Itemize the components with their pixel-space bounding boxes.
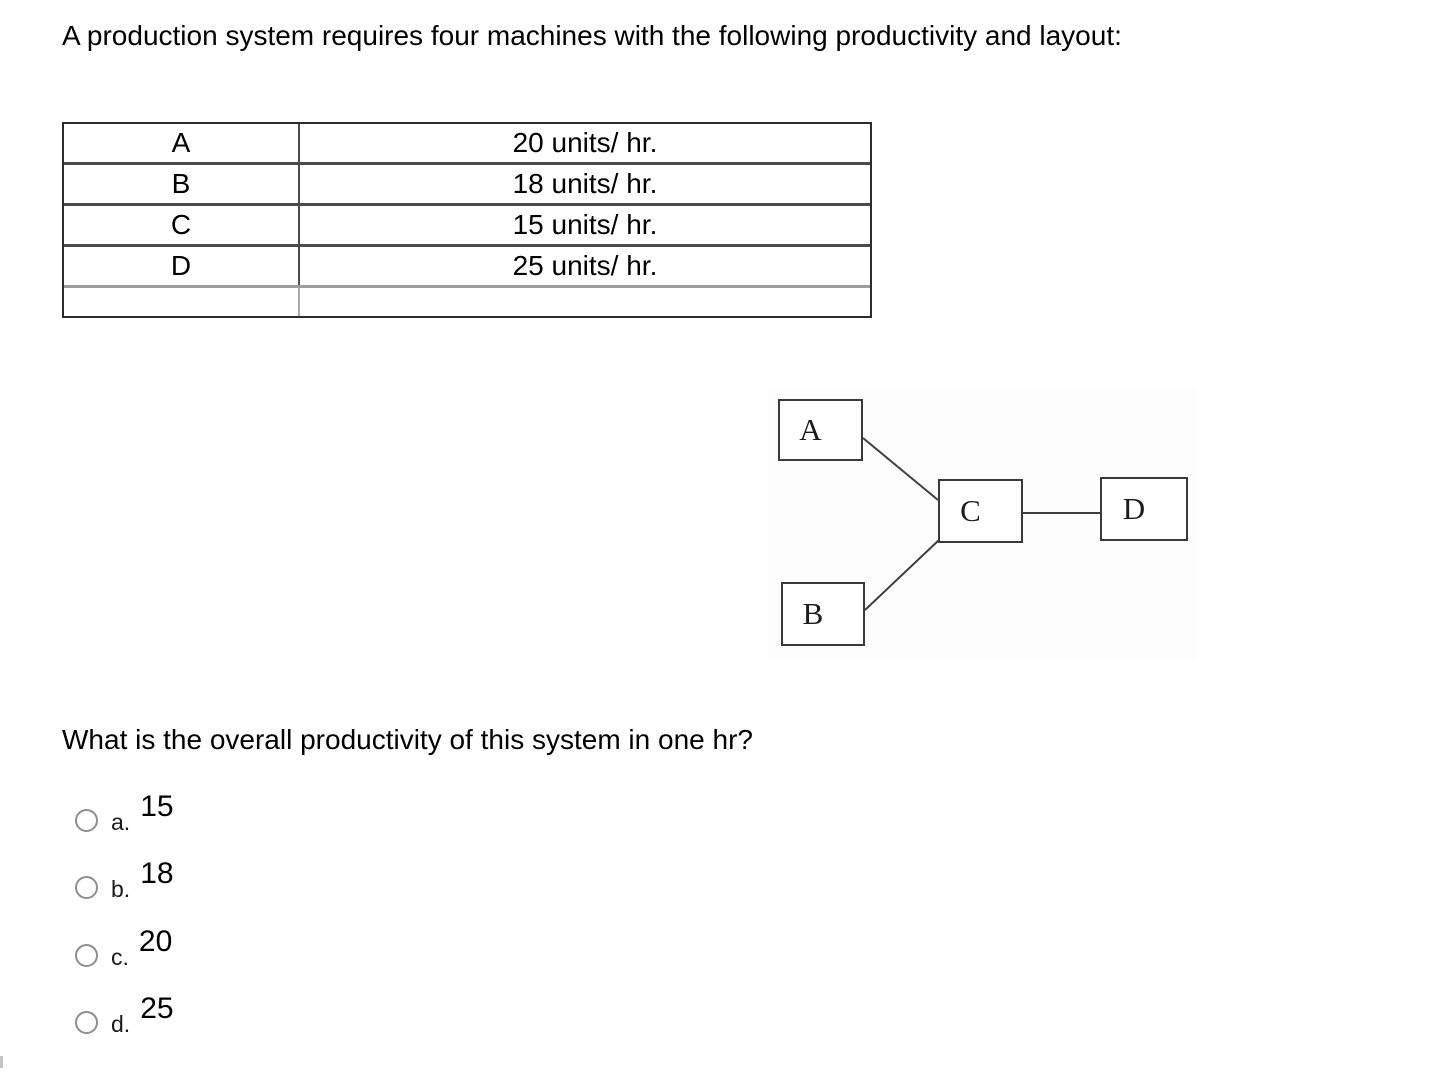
question-intro-text: A production system requires four machin… — [62, 20, 1122, 51]
answer-option-d[interactable]: d. 25 — [75, 993, 174, 1036]
diagram-node-a: A — [778, 399, 863, 461]
machine-name-cell: C — [64, 206, 300, 244]
machine-rate-cell: 25 units/ hr. — [512, 250, 658, 281]
productivity-table: A 20 units/ hr. B 18 units/ hr. C 15 uni… — [62, 122, 872, 318]
answer-option-a[interactable]: a. 15 — [75, 791, 174, 834]
machine-rate-cell — [300, 288, 870, 316]
machine-rate-cell: 20 units/ hr. — [512, 127, 658, 158]
node-label: A — [799, 412, 822, 447]
machine-layout-diagram: A B C D — [768, 388, 1198, 660]
option-value: 20 — [138, 925, 173, 958]
radio-button-option-d[interactable] — [75, 1011, 98, 1034]
answer-option-c[interactable]: c. 20 — [75, 926, 172, 969]
radio-button-option-c[interactable] — [75, 944, 98, 967]
screen-edge-artifact — [0, 1056, 3, 1068]
option-value: 15 — [140, 790, 174, 823]
option-value: 25 — [140, 992, 174, 1025]
table-row: C 15 units/ hr. — [64, 206, 870, 247]
node-label: B — [802, 596, 824, 631]
option-letter: b. — [111, 876, 131, 902]
node-label: D — [1122, 491, 1146, 526]
table-row-empty — [64, 288, 870, 316]
question-text: What is the overall productivity of this… — [62, 724, 753, 755]
node-label: C — [960, 493, 981, 528]
diagram-connector-lines — [862, 437, 1100, 611]
diagram-node-c: C — [938, 479, 1023, 543]
machine-name-cell: B — [64, 165, 300, 203]
option-letter: d. — [111, 1011, 131, 1037]
machine-name-cell: D — [64, 247, 300, 285]
option-letter: a. — [111, 809, 131, 835]
option-letter: c. — [111, 944, 129, 970]
radio-button-option-a[interactable] — [75, 809, 98, 832]
diagram-node-d: D — [1100, 477, 1188, 541]
option-value: 18 — [140, 857, 174, 890]
table-row: D 25 units/ hr. — [64, 247, 870, 288]
answer-option-b[interactable]: b. 18 — [75, 858, 174, 901]
diagram-node-b: B — [781, 582, 865, 646]
radio-button-option-b[interactable] — [75, 876, 98, 899]
machine-rate-cell: 15 units/ hr. — [512, 209, 658, 240]
table-row: A 20 units/ hr. — [64, 124, 870, 165]
table-row: B 18 units/ hr. — [64, 165, 870, 206]
machine-name-cell — [64, 288, 300, 316]
machine-name-cell: A — [64, 124, 300, 162]
machine-rate-cell: 18 units/ hr. — [512, 168, 658, 199]
